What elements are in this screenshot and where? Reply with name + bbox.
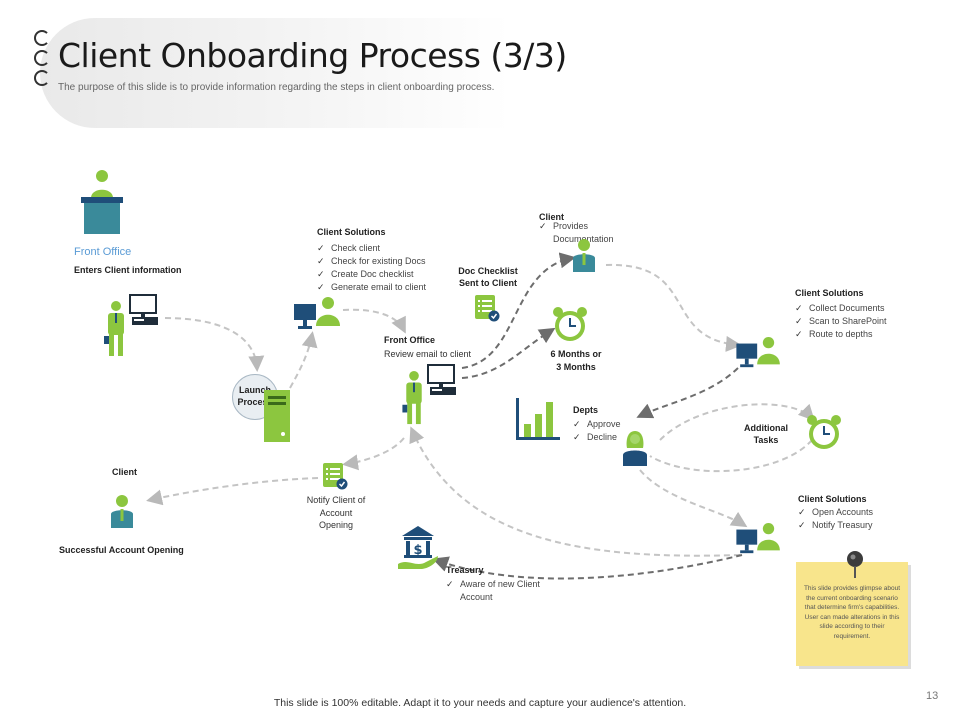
arrow-additional-to-depts	[649, 439, 813, 473]
front-office-desc: Enters Client information	[74, 265, 182, 275]
client-icon	[573, 239, 595, 272]
client-solutions-3-list: Open Accounts Notify Treasury	[798, 506, 873, 532]
employee-icon	[104, 301, 124, 356]
arrow-cs3-to-treasury	[432, 554, 743, 580]
bank-icon: $	[398, 526, 438, 569]
list-item: Check client	[317, 242, 426, 255]
svg-text:$: $	[413, 543, 422, 558]
client-icon	[111, 495, 133, 528]
list-item: Provides Documentation	[539, 220, 617, 246]
treasury-title: Treasury	[446, 565, 484, 575]
workstation-icon	[294, 297, 340, 329]
client-solutions-1-title: Client Solutions	[317, 227, 386, 237]
arrow-fo2-to-clock	[461, 327, 556, 379]
computer-icon	[129, 294, 158, 325]
arrow-client-to-cs2	[605, 263, 742, 352]
page-number: 13	[926, 690, 939, 702]
front-office-2-desc: Review email to client	[384, 349, 472, 359]
depts-list: Approve Decline	[573, 418, 621, 444]
client-solutions-3-title: Client Solutions	[798, 494, 867, 504]
arrow-notify-to-client	[146, 477, 319, 506]
note-text: This slide provides glimpse about the cu…	[803, 585, 901, 640]
treasury-list: Aware of new Client Account	[446, 578, 560, 604]
arrow-depts-to-additional	[659, 403, 815, 441]
alarm-clock-icon	[553, 307, 587, 341]
podium-person-icon	[81, 170, 123, 234]
arrow-cs2-to-depts	[636, 367, 739, 419]
computer-icon	[427, 364, 456, 395]
list-item: Generate email to client	[317, 281, 426, 294]
page-subtitle: The purpose of this slide is to provide …	[58, 82, 495, 93]
list-item: Collect Documents	[795, 302, 887, 315]
arrow-fo2-to-client-top	[461, 252, 576, 369]
depts-title: Depts	[573, 405, 599, 415]
alarm-clock-icon	[807, 415, 841, 449]
desktop-tower-icon	[264, 390, 290, 442]
client-left-title: Client	[112, 467, 138, 477]
client-top-list: Provides Documentation	[539, 220, 617, 246]
list-item: Open Accounts	[798, 506, 873, 519]
additional-tasks-label: Additional Tasks	[744, 423, 788, 445]
client-solutions-2-list: Collect Documents Scan to SharePoint Rou…	[795, 302, 887, 341]
pushpin-icon	[847, 551, 863, 578]
sticky-note: This slide provides glimpse about the cu…	[796, 562, 908, 666]
list-item: Aware of new Client Account	[446, 578, 560, 604]
list-item: Notify Treasury	[798, 519, 873, 532]
workstation-icon	[736, 336, 780, 368]
bar-chart-icon	[516, 398, 560, 440]
arrow-cs3-to-fo2	[409, 426, 741, 557]
ring-icon	[34, 30, 50, 46]
footer-text: This slide is 100% editable. Adapt it to…	[273, 697, 687, 709]
doc-checklist-label: Doc Checklist Sent to Client	[458, 266, 518, 288]
arrow-launch-to-cs1	[289, 331, 318, 389]
woman-icon	[623, 431, 647, 466]
client-top-title: Client	[539, 212, 565, 222]
checklist-icon	[323, 463, 348, 490]
arrow-fo2-to-notify	[342, 437, 405, 471]
list-item: Check for existing Docs	[317, 255, 426, 268]
page-title: Client Onboarding Process (3/3)	[58, 36, 567, 75]
list-item: Create Doc checklist	[317, 268, 426, 281]
employee-icon	[402, 370, 422, 425]
client-solutions-2-title: Client Solutions	[795, 288, 864, 298]
list-item: Route to depths	[795, 328, 887, 341]
client-solutions-1-list: Check client Check for existing Docs Cre…	[317, 242, 426, 294]
duration-label: 6 Months or 3 Months	[550, 349, 602, 372]
ring-icon	[34, 50, 50, 66]
arrow-depts-to-cs3	[639, 469, 748, 528]
checklist-icon	[475, 295, 500, 322]
title-band	[40, 18, 510, 128]
list-item: Decline	[573, 431, 621, 444]
list-item: Scan to SharePoint	[795, 315, 887, 328]
client-left-desc: Successful Account Opening	[59, 545, 184, 555]
notify-client-label: Notify Client of Account Opening	[306, 495, 366, 530]
arrow-fo-to-launch	[164, 317, 265, 372]
ring-icon	[34, 70, 50, 86]
front-office-2-title: Front Office	[384, 335, 435, 345]
front-office-title: Front Office	[74, 246, 132, 258]
workstation-icon	[736, 522, 780, 554]
arrow-cs1-to-fo2	[342, 308, 406, 334]
list-item: Approve	[573, 418, 621, 431]
